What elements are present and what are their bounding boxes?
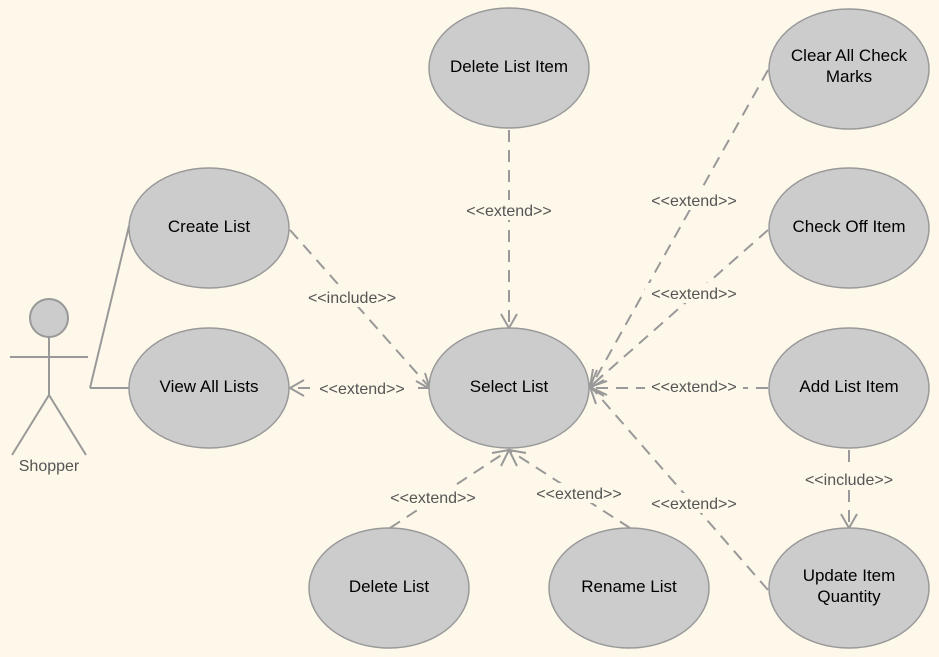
usecase-label: Add List Item [799, 377, 898, 396]
relationship-labels: <<extend>> <<extend>> <<include>> <<exte… [300, 190, 901, 513]
actor-head [29, 298, 69, 338]
arrowhead-update-item-quantity [588, 385, 608, 405]
usecase-label: Select List [470, 377, 549, 396]
usecase-label: Create List [168, 217, 250, 236]
usecase-label: View All Lists [160, 377, 259, 396]
usecase-label: Rename List [581, 577, 677, 596]
edge-check-off-item [591, 229, 769, 386]
usecase-update-item-quantity[interactable]: Update Item Quantity [768, 527, 930, 649]
arrowhead-view-all-lists [287, 379, 305, 397]
relationship-edges [287, 69, 858, 591]
usecase-create-list[interactable]: Create List [128, 167, 290, 289]
usecase-label: Quantity [817, 587, 881, 606]
label-add-list-item: <<extend>> [651, 379, 736, 396]
usecase-clear-all-check-marks[interactable]: Clear All Check Marks [768, 8, 930, 130]
usecase-label: Update Item [803, 566, 896, 585]
association-create-list [89, 225, 130, 389]
usecase-label: Check Off Item [792, 217, 905, 236]
label-update-item-quantity: <<extend>> [651, 496, 736, 513]
usecase-check-off-item[interactable]: Check Off Item [768, 167, 930, 289]
edge-create-list [289, 229, 431, 389]
label-create-list: <<include>> [308, 290, 396, 307]
usecase-rename-list[interactable]: Rename List [548, 527, 710, 649]
usecase-label: Marks [826, 67, 872, 86]
usecase-select-list[interactable]: Select List [428, 327, 590, 449]
label-check-off-item: <<extend>> [651, 286, 736, 303]
label-delete-list: <<extend>> [390, 490, 475, 507]
actor-label: Shopper [19, 458, 80, 475]
label-rename-list: <<extend>> [536, 486, 621, 503]
usecase-label: Delete List [349, 577, 430, 596]
usecase-label: Clear All Check [791, 46, 908, 65]
arrowhead-rename-list [507, 448, 527, 467]
label-add-to-update-quantity: <<include>> [805, 472, 893, 489]
usecase-delete-list-item[interactable]: Delete List Item [428, 7, 590, 129]
edge-clear-all-check-marks [591, 69, 769, 386]
usecase-label: Delete List Item [450, 57, 568, 76]
label-delete-list-item: <<extend>> [466, 203, 551, 220]
usecase-add-list-item[interactable]: Add List Item [768, 327, 930, 449]
actor-left-leg [11, 394, 50, 456]
edge-update-item-quantity [591, 387, 769, 591]
usecase-delete-list[interactable]: Delete List [308, 527, 470, 649]
usecase-view-all-lists[interactable]: View All Lists [128, 327, 290, 449]
label-view-all-lists: <<extend>> [319, 381, 404, 398]
actor-shopper[interactable]: Shopper [10, 298, 88, 475]
label-clear-all-check-marks: <<extend>> [651, 193, 736, 210]
arrowhead-delete-list [491, 448, 511, 467]
actor-associations [89, 225, 130, 389]
actor-right-leg [48, 394, 87, 456]
